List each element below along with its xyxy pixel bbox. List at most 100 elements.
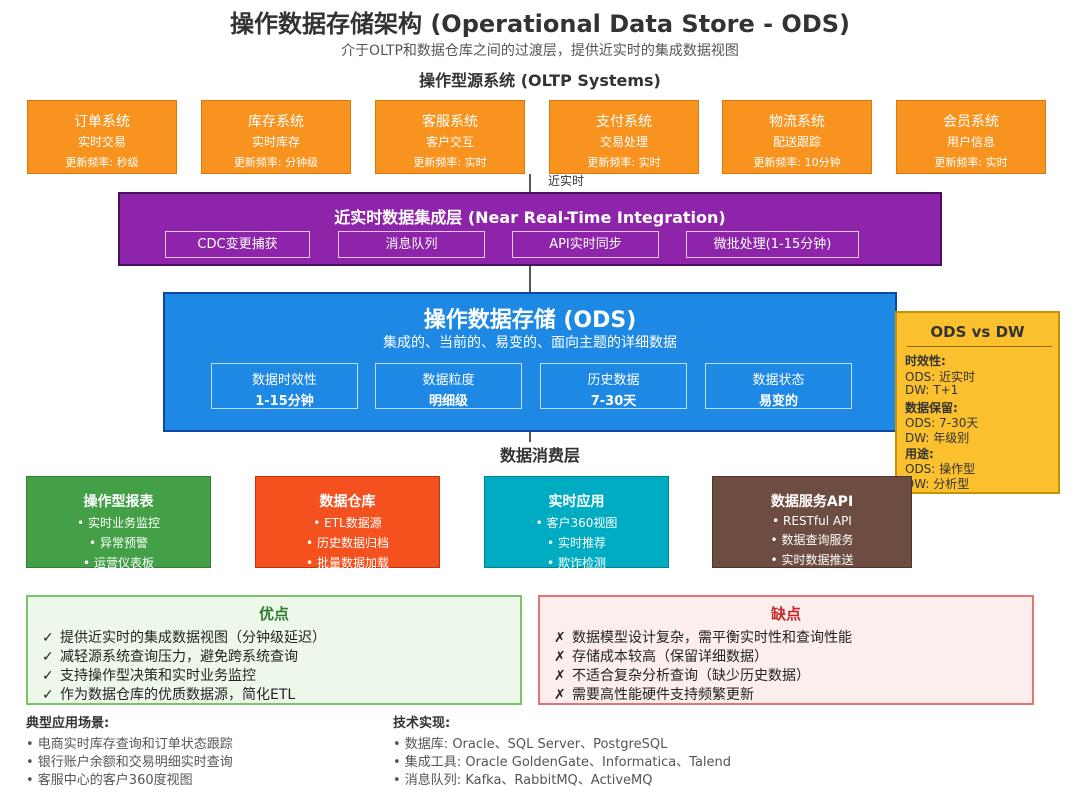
- cons-item: ✗不适合复杂分析查询（缺少历史数据）: [554, 665, 810, 685]
- source-desc: 实时交易: [77, 135, 126, 149]
- cross-icon: ✗: [554, 687, 566, 703]
- integration-item: CDC变更捕获: [165, 231, 310, 258]
- ods-attribute-value: 1-15分钟: [255, 394, 314, 409]
- compare-line: DW: 年级别: [905, 431, 970, 445]
- ods-attribute-label: 数据粒度: [422, 373, 475, 388]
- scenarios-title: 典型应用场景:: [26, 716, 110, 731]
- source-desc: 交易处理: [599, 135, 648, 149]
- ods-title: 操作数据存储 (ODS): [423, 308, 637, 333]
- integration-title: 近实时数据集成层 (Near Real-Time Integration): [334, 208, 726, 227]
- consumer-data-service-api: 数据服务API • RESTful API • 数据查询服务 • 实时数据推送: [712, 476, 912, 568]
- scenario-item: • 电商实时库存查询和订单状态跟踪: [26, 737, 233, 752]
- consumer-title: 数据服务API: [770, 494, 854, 510]
- pros-item-text: 支持操作型决策和实时业务监控: [60, 668, 256, 684]
- compare-heading: 时效性:: [905, 354, 946, 368]
- ods-box: 操作数据存储 (ODS) 集成的、当前的、易变的、面向主题的详细数据 数据时效性…: [163, 292, 897, 432]
- connector-line: [529, 432, 531, 442]
- pros-item-text: 作为数据仓库的优质数据源，简化ETL: [60, 687, 296, 703]
- pros-panel: 优点 ✓提供近实时的集成数据视图（分钟级延迟） ✓减轻源系统查询压力，避免跨系统…: [26, 595, 522, 705]
- scenario-item: • 银行账户余额和交易明细实时查询: [26, 755, 233, 770]
- tech-item: • 消息队列: Kafka、RabbitMQ、ActiveMQ: [393, 773, 653, 788]
- ods-vs-dw-panel: ODS vs DW 时效性: ODS: 近实时 DW: T+1 数据保留: OD…: [895, 311, 1060, 494]
- ods-attribute-label: 历史数据: [587, 373, 640, 388]
- compare-title: ODS vs DW: [930, 323, 1025, 341]
- connector-line: [529, 266, 531, 292]
- pros-item: ✓ 减轻源系统查询压力，避免跨系统查询: [42, 646, 298, 666]
- source-desc: 实时库存: [251, 135, 300, 149]
- consumer-item: • 实时推荐: [547, 536, 606, 550]
- tech-item: • 数据库: Oracle、SQL Server、PostgreSQL: [393, 737, 668, 752]
- cons-item-text: 数据模型设计复杂，需平衡实时性和查询性能: [572, 630, 852, 646]
- cross-icon: ✗: [554, 649, 566, 665]
- consumer-title: 数据仓库: [319, 494, 376, 510]
- compare-line: ODS: 7-30天: [905, 416, 979, 430]
- consumer-item: • 数据查询服务: [770, 533, 854, 547]
- cons-item-text: 存储成本较高（保留详细数据）: [572, 649, 768, 665]
- consumers-title: 数据消费层: [499, 446, 580, 465]
- connector-line: [529, 174, 531, 192]
- cons-item: ✗ 存储成本较高（保留详细数据）: [554, 646, 768, 666]
- source-freq: 更新频率: 秒级: [65, 156, 139, 169]
- consumer-item: • 批量数据加载: [306, 556, 389, 570]
- pros-item-text: 减轻源系统查询压力，避免跨系统查询: [60, 649, 298, 665]
- near-realtime-label: 近实时: [548, 174, 585, 188]
- cross-icon: ✗: [554, 668, 566, 684]
- source-logistics: 物流系统 配送跟踪 更新频率: 10分钟: [722, 100, 872, 174]
- check-icon: ✓: [42, 630, 54, 646]
- check-icon: ✓: [42, 668, 54, 684]
- ods-attribute-value: 易变的: [758, 394, 798, 409]
- compare-line: DW: T+1: [905, 383, 959, 397]
- source-member: 会员系统 用户信息 更新频率: 实时: [896, 100, 1046, 174]
- compare-line: DW: 分析型: [905, 477, 970, 491]
- source-freq: 更新频率: 实时: [587, 156, 661, 169]
- source-name: 会员系统: [943, 114, 999, 130]
- pros-item: ✓ 提供近实时的集成数据视图（分钟级延迟）: [42, 627, 326, 647]
- consumer-item: • 实时数据推送: [770, 553, 854, 567]
- pros-item: ✓ 作为数据仓库的优质数据源，简化ETL: [42, 684, 295, 704]
- source-inventory: 库存系统 实时库存 更新频率: 分钟级: [201, 100, 351, 174]
- source-freq: 更新频率: 实时: [413, 156, 487, 169]
- pros-item: ✓ 支持操作型决策和实时业务监控: [42, 665, 256, 685]
- cons-panel: 缺点 ✗ 数据模型设计复杂，需平衡实时性和查询性能 ✗ 存储成本较高（保留详细数据）…: [538, 595, 1034, 705]
- ods-attribute: 数据粒度 明细级: [375, 363, 522, 409]
- source-desc: 配送跟踪: [772, 135, 821, 149]
- source-desc: 客户交互: [425, 135, 474, 149]
- source-freq: 更新频率: 10分钟: [753, 156, 841, 169]
- consumer-item: • 异常预警: [89, 536, 148, 550]
- cons-title: 缺点: [770, 605, 801, 623]
- ods-attribute: 数据时效性 1-15分钟: [211, 363, 358, 409]
- compare-heading: 用途:: [905, 447, 934, 461]
- consumer-title: 实时应用: [548, 494, 605, 510]
- check-icon: ✓: [42, 687, 54, 703]
- page-title: 操作数据存储架构 (Operational Data Store - ODS): [229, 10, 850, 38]
- ods-attribute: 数据状态 易变的: [705, 363, 852, 409]
- cons-item: ✗ 需要高性能硬件支持频繁更新: [554, 684, 754, 704]
- source-service: 客服系统 客户交互 更新频率: 实时: [375, 100, 525, 174]
- consumer-item: • 欺诈检测: [547, 556, 606, 570]
- cross-icon: ✗: [554, 630, 566, 646]
- consumer-item: • 实时业务监控: [77, 516, 160, 530]
- ods-attribute: 历史数据 7-30天: [540, 363, 687, 409]
- compare-divider: [907, 346, 1052, 347]
- pros-item-text: 提供近实时的集成数据视图（分钟级延迟）: [60, 630, 326, 646]
- ods-attribute-value: 7-30天: [590, 394, 637, 409]
- consumer-data-warehouse: 数据仓库 • ETL数据源 • 历史数据归档 • 批量数据加载: [255, 476, 440, 570]
- integration-item: 消息队列: [338, 231, 485, 258]
- compare-heading: 数据保留:: [905, 401, 958, 415]
- integration-item: API实时同步: [512, 231, 659, 258]
- consumer-title: 操作型报表: [83, 494, 154, 510]
- integration-item: 微批处理(1-15分钟): [686, 231, 859, 258]
- check-icon: ✓: [42, 649, 54, 665]
- page-subtitle: 介于OLTP和数据仓库之间的过渡层，提供近实时的集成数据视图: [341, 43, 739, 59]
- consumer-item: • RESTful API: [772, 514, 852, 528]
- integration-layer: 近实时数据集成层 (Near Real-Time Integration) CD…: [118, 192, 942, 266]
- consumer-item: • 运营仪表板: [83, 556, 154, 570]
- source-payment: 支付系统 交易处理 更新频率: 实时: [549, 100, 699, 174]
- scenario-item: • 客服中心的客户360度视图: [26, 773, 193, 788]
- compare-line: ODS: 操作型: [905, 462, 976, 476]
- cons-item-text: 需要高性能硬件支持频繁更新: [572, 687, 754, 703]
- ods-attribute-value: 明细级: [428, 394, 468, 409]
- tech-item: • 集成工具: Oracle GoldenGate、Informatica、Ta…: [393, 755, 732, 770]
- consumer-item: • ETL数据源: [313, 516, 382, 530]
- consumer-operational-reports: 操作型报表 • 实时业务监控 • 异常预警 • 运营仪表板: [26, 476, 211, 570]
